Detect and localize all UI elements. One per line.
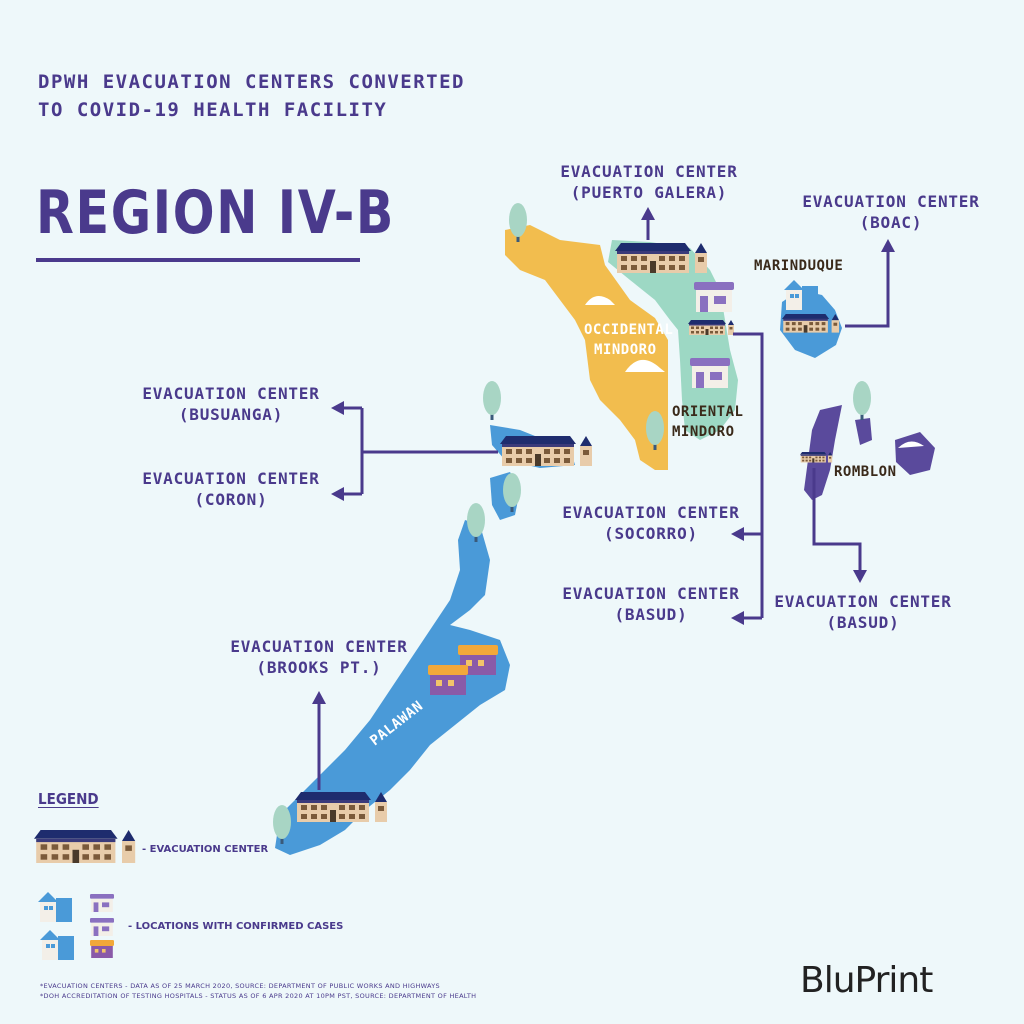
header-title-line: TO COVID-19 HEALTH FACILITY <box>38 99 388 121</box>
footnote-evacuation-centers: *EVACUATION CENTERS - DATA AS OF 25 MARC… <box>40 982 440 990</box>
map-label-oriental-mindoro: ORIENTAL MINDORO <box>672 402 743 442</box>
house-icon <box>784 280 818 310</box>
callout-location: (BROOKS PT.) <box>256 658 382 677</box>
map-label-marinduque: MARINDUQUE <box>754 258 844 274</box>
footnote-doh-accreditation: *DOH ACCREDITATION OF TESTING HOSPITALS … <box>40 992 477 1000</box>
cloud-decoration <box>898 441 924 448</box>
callout-puerto-galera: EVACUATION CENTER (PUERTO GALERA) <box>554 161 744 203</box>
legend-evacuation-center-icon <box>34 830 136 863</box>
callout-location: (BASUD) <box>614 605 688 624</box>
evacuation-center-icon <box>500 436 592 466</box>
callout-title: EVACUATION CENTER <box>230 637 408 656</box>
map-label-line: ORIENTAL <box>672 404 744 420</box>
callout-title: EVACUATION CENTER <box>142 384 320 403</box>
legend-evacuation-center-label: - EVACUATION CENTER <box>142 844 269 855</box>
callout-location: (CORON) <box>194 490 268 509</box>
legend-title: LEGEND <box>38 790 99 808</box>
callout-busuanga: EVACUATION CENTER (BUSUANGA) <box>136 383 326 425</box>
callout-title: EVACUATION CENTER <box>560 162 738 181</box>
legend-house-icon <box>90 918 114 936</box>
callout-coron: EVACUATION CENTER (CORON) <box>136 468 326 510</box>
map-label-romblon: ROMBLON <box>834 464 897 480</box>
tree-icon <box>853 381 871 420</box>
house-icon <box>690 358 730 388</box>
occidental-mindoro-shape <box>505 225 668 470</box>
legend-confirmed-cases-label: - LOCATIONS WITH CONFIRMED CASES <box>128 921 344 932</box>
palawan-shape <box>275 520 510 855</box>
map-label-line: OCCIDENTAL <box>584 322 674 338</box>
callout-brooks-pt: EVACUATION CENTER (BROOKS PT.) <box>224 636 414 678</box>
callout-title: EVACUATION CENTER <box>802 192 980 211</box>
callout-location: (PUERTO GALERA) <box>570 183 728 202</box>
callout-location: (BASUD) <box>826 613 900 632</box>
callout-basud-romblon: EVACUATION CENTER (BASUD) <box>768 591 958 633</box>
callout-title: EVACUATION CENTER <box>562 503 740 522</box>
callout-location: (SOCORRO) <box>604 524 698 543</box>
cloud-decoration <box>625 359 665 372</box>
legend-house-icon <box>90 894 114 912</box>
callout-title: EVACUATION CENTER <box>774 592 952 611</box>
connector-lines <box>317 218 890 790</box>
callout-basud-mindoro: EVACUATION CENTER (BASUD) <box>556 583 746 625</box>
callout-location: (BOAC) <box>859 213 923 232</box>
callout-title: EVACUATION CENTER <box>562 584 740 603</box>
house-icon <box>694 282 734 312</box>
map-label-line: MINDORO <box>594 342 657 358</box>
callout-location: (BUSUANGA) <box>178 405 284 424</box>
romblon-island-shape <box>855 418 872 445</box>
callout-boac: EVACUATION CENTER (BOAC) <box>796 191 986 233</box>
connector-arrowheads <box>312 207 895 704</box>
map-label-occidental-mindoro: OCCIDENTAL MINDORO <box>584 320 673 360</box>
house-icon <box>428 665 468 695</box>
region-title-underline <box>36 258 360 262</box>
map-label-line: MINDORO <box>672 424 735 440</box>
header-title-line: DPWH EVACUATION CENTERS CONVERTED <box>38 71 465 93</box>
tree-icon <box>483 381 501 420</box>
cloud-decoration <box>585 296 615 305</box>
region-title: REGION IV-B <box>36 178 396 248</box>
brand-logo: BluPrint <box>800 960 933 1001</box>
header-title: DPWH EVACUATION CENTERS CONVERTED TO COV… <box>38 68 478 124</box>
legend-house-icon <box>40 930 74 960</box>
legend-house-icon <box>90 940 114 958</box>
callout-title: EVACUATION CENTER <box>142 469 320 488</box>
romblon-island-shape <box>895 432 935 475</box>
callout-socorro: EVACUATION CENTER (SOCORRO) <box>556 502 746 544</box>
legend-house-icon <box>38 892 72 922</box>
